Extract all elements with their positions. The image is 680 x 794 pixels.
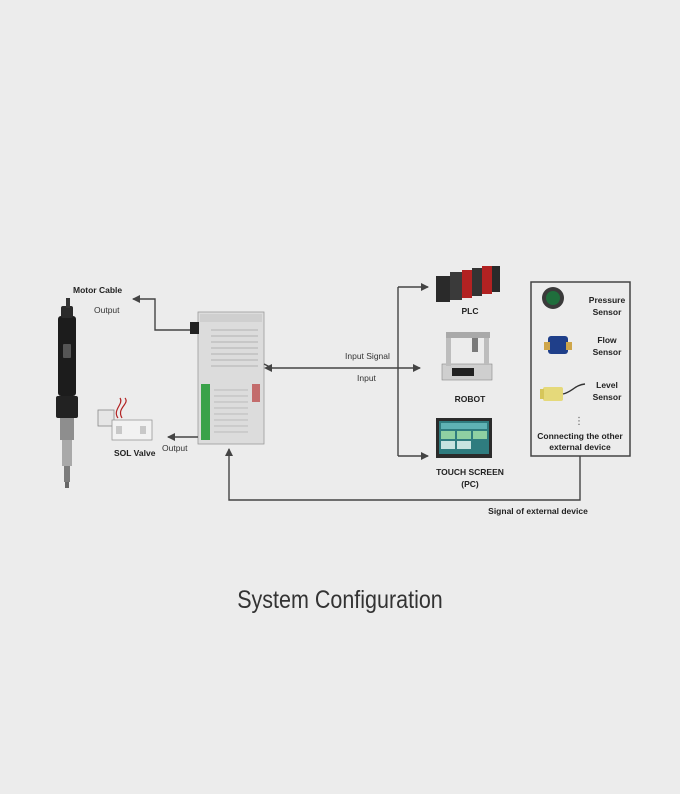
output-bottom-label: Output bbox=[162, 443, 188, 453]
robot-label: ROBOT bbox=[455, 394, 487, 404]
pressure-sensor-label-line2: Sensor bbox=[593, 307, 623, 317]
input-signal-left-arrowhead bbox=[264, 364, 272, 372]
sol-valve-label: SOL Valve bbox=[114, 448, 156, 458]
level-sensor-label-line2: Sensor bbox=[593, 392, 623, 402]
other-device-label-line2: external device bbox=[549, 442, 611, 452]
touch-screen-icon bbox=[436, 418, 492, 458]
pressure-sensor-label-line1: Pressure bbox=[589, 295, 626, 305]
input-signal-label: Input Signal bbox=[345, 351, 390, 361]
plc-icon bbox=[436, 266, 500, 302]
signal-external-label: Signal of external device bbox=[488, 506, 588, 516]
other-device-label-line1: Connecting the other bbox=[537, 431, 623, 441]
output-top-label: Output bbox=[94, 305, 120, 315]
flow-sensor-label-line2: Sensor bbox=[593, 347, 623, 357]
robot-icon bbox=[441, 332, 493, 381]
connector-lines bbox=[132, 283, 581, 501]
controller-unit-icon bbox=[190, 311, 265, 445]
touch-screen-label-line1: TOUCH SCREEN bbox=[436, 467, 504, 477]
electric-screwdriver-icon bbox=[56, 298, 78, 488]
diagram-title: System Configuration bbox=[237, 586, 443, 614]
solenoid-valve-icon bbox=[97, 397, 153, 441]
touch-screen-label-line2: (PC) bbox=[461, 479, 479, 489]
level-sensor-icon bbox=[540, 383, 586, 401]
plc-label: PLC bbox=[462, 306, 479, 316]
pressure-sensor-icon bbox=[542, 287, 564, 309]
level-sensor-label-line1: Level bbox=[596, 380, 618, 390]
flow-sensor-label-line1: Flow bbox=[597, 335, 617, 345]
flow-sensor-icon bbox=[544, 336, 572, 354]
more-devices-dots: ⋮ bbox=[574, 416, 584, 427]
input-label: Input bbox=[357, 373, 377, 383]
motor-cable-label: Motor Cable bbox=[73, 285, 122, 295]
